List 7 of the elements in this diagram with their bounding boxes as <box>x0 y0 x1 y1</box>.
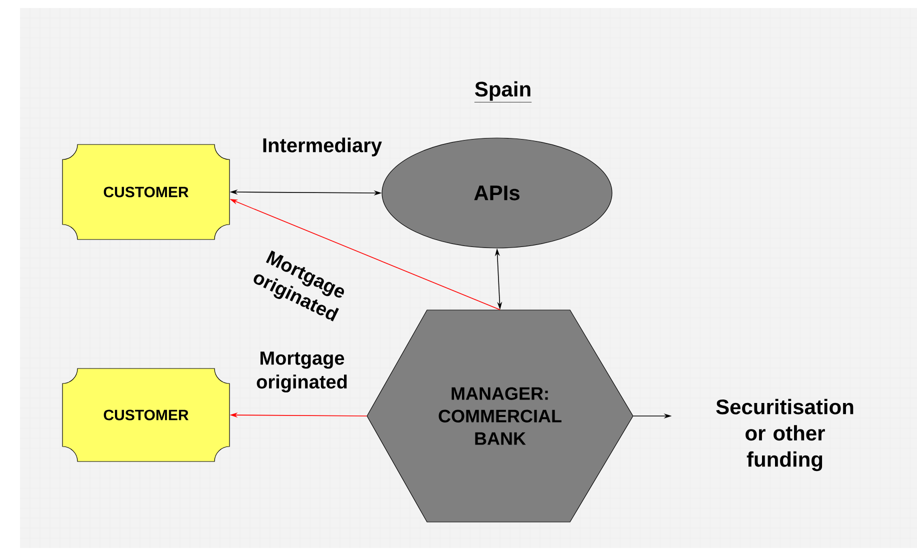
edge-label: Mortgage originated <box>256 352 347 392</box>
funding-text: Securitisation or other funding <box>716 398 854 472</box>
customer-box: CUSTOMER <box>62 368 230 462</box>
customer-box: CUSTOMER <box>62 144 230 240</box>
bank-hexagon: MANAGER: COMMERCIAL BANK <box>366 310 634 522</box>
edge-label: Intermediary <box>263 138 382 156</box>
title: Spain <box>474 81 532 102</box>
